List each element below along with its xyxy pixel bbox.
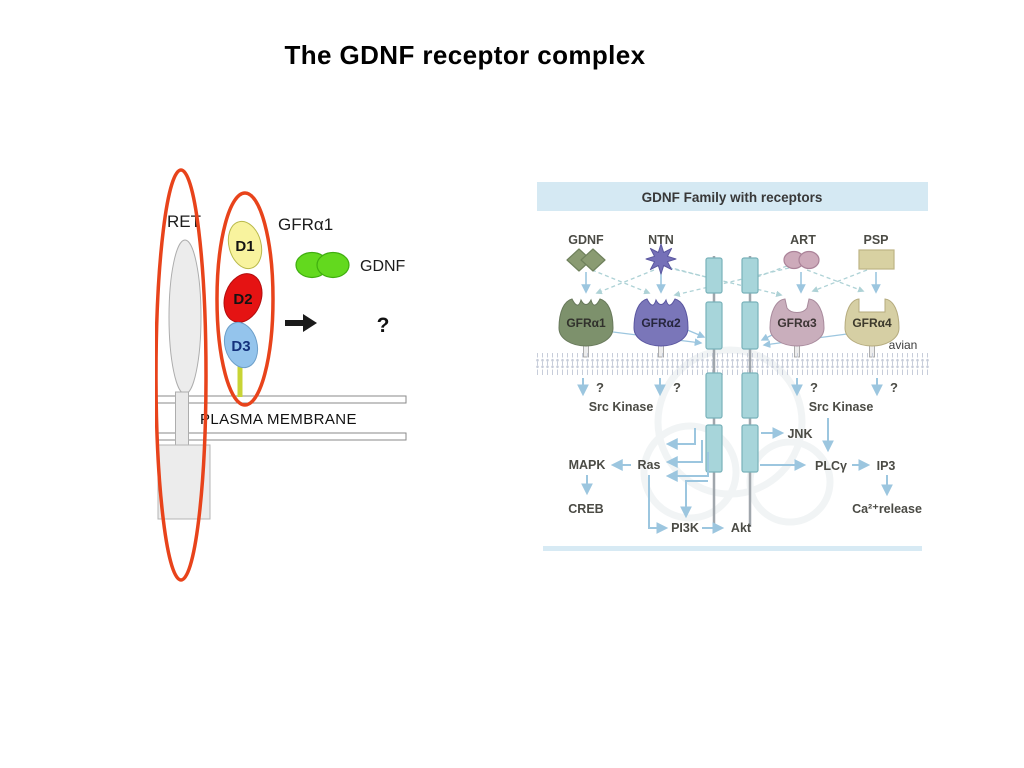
- unknown-complex-question-mark: ?: [377, 314, 390, 337]
- ip3-label: IP3: [877, 459, 896, 473]
- plasma-membrane-bottom-leaflet: [155, 432, 407, 441]
- signaling-arrows: [581, 418, 893, 534]
- slide-title: The GDNF receptor complex: [284, 40, 646, 70]
- figure-bottom-bar: [543, 546, 922, 551]
- src-kinase-right-label: Src Kinase: [809, 400, 874, 414]
- gfra4-label: GFRα4: [852, 316, 892, 330]
- question-mark-3: ?: [810, 380, 818, 395]
- receptor-gfra1: GFRα1: [558, 298, 614, 358]
- mapk-label: MAPK: [569, 458, 606, 472]
- ret-highlight-ellipse: [154, 168, 208, 582]
- gfra2-body: [633, 298, 689, 347]
- receptor-gfra2: GFRα2: [633, 298, 689, 358]
- figure-header-band: [537, 182, 928, 211]
- gfra1-domain-d1: [227, 220, 263, 270]
- arrow-ras-to-pi3k: [648, 475, 669, 534]
- ligand-art-peanut: [783, 250, 820, 270]
- ligand-ntn-star: [645, 243, 677, 275]
- gfra3-body: [769, 298, 825, 347]
- plasma-membrane-label: PLASMA MEMBRANE: [200, 411, 357, 428]
- creb-label: CREB: [568, 502, 603, 516]
- ret-gfra1-complex-figure: PLASMA MEMBRANE RET D1 D2 D3 GFRα1 GDNF: [154, 163, 435, 593]
- ret-gfra1-complex-svg: PLASMA MEMBRANE RET D1 D2 D3 GFRα1 GDNF: [154, 168, 407, 582]
- d3-label: D3: [231, 338, 250, 355]
- ligand-receptor-crosstalk-lines: [591, 265, 868, 298]
- arrow-ret-to-ras-3: [665, 452, 709, 482]
- gfra1-highlight-ellipse: [215, 191, 275, 407]
- ret-extracellular-domain: [168, 239, 202, 395]
- ret-label: RET: [167, 212, 201, 231]
- gfra1-domain-d3: [223, 321, 259, 369]
- arrow-ret-to-ras-1: [665, 428, 696, 450]
- receptor-gfra3: GFRα3: [769, 298, 825, 358]
- question-mark-4: ?: [890, 380, 898, 395]
- pi3k-label: PI3K: [671, 521, 699, 535]
- gfra2-label: GFRα2: [641, 316, 681, 330]
- gdnf-family-figure: GDNF Family with receptors GDNF: [535, 182, 930, 570]
- ligand-label-gdnf: GDNF: [568, 233, 604, 247]
- ligand-label-art: ART: [790, 233, 816, 247]
- plasma-membrane-top-leaflet: [155, 395, 407, 404]
- ligand-gdnf-dimer: [566, 248, 606, 272]
- ras-label: Ras: [638, 458, 661, 472]
- gdnf-dimer: [295, 251, 350, 279]
- ligand-label-ntn: NTN: [648, 233, 674, 247]
- ret-column-segments: [705, 257, 759, 473]
- d2-label: D2: [233, 291, 252, 308]
- gdnf-label: GDNF: [360, 258, 406, 275]
- unknown-signal-arrows: [577, 378, 883, 397]
- gfra4-body: [844, 298, 900, 347]
- receptor-gfra4: GFRα4: [844, 298, 900, 358]
- gfra1-body: [558, 298, 614, 347]
- d1-label: D1: [235, 238, 254, 255]
- membrane-inner-leaflet: [535, 364, 930, 375]
- question-mark-2: ?: [673, 380, 681, 395]
- ret-dimer-columns: [705, 256, 759, 527]
- plc-gamma-label: PLCγ: [815, 459, 847, 473]
- ca-release-label: Ca²⁺release: [852, 502, 922, 516]
- ligand-binding-arrows: [581, 272, 881, 294]
- ligand-label-psp: PSP: [863, 233, 888, 247]
- gfra1-label: GFRα1: [566, 316, 606, 330]
- arrow-ret-to-pi3k: [680, 480, 708, 519]
- gfra1-domain-d2: [223, 273, 263, 323]
- jnk-label: JNK: [787, 427, 812, 441]
- reaction-arrow-icon: [285, 314, 317, 332]
- membrane-bilayer: [535, 353, 930, 375]
- gfra1-label: GFRα1: [278, 215, 333, 234]
- arrow-ret-to-ras-2: [665, 440, 703, 468]
- membrane-outer-leaflet: [535, 353, 930, 364]
- gdnf-monomer-right: [316, 251, 350, 279]
- src-kinase-left-label: Src Kinase: [589, 400, 654, 414]
- ligand-psp-box: [858, 249, 895, 270]
- gdnf-family-svg: GDNF Family with receptors GDNF: [535, 182, 930, 551]
- figure-title: GDNF Family with receptors: [642, 190, 823, 205]
- ret-transmembrane-stalk: [175, 391, 189, 449]
- akt-label: Akt: [731, 521, 752, 535]
- gfra3-label: GFRα3: [777, 316, 817, 330]
- avian-note: avian: [889, 338, 918, 352]
- question-mark-1: ?: [596, 380, 604, 395]
